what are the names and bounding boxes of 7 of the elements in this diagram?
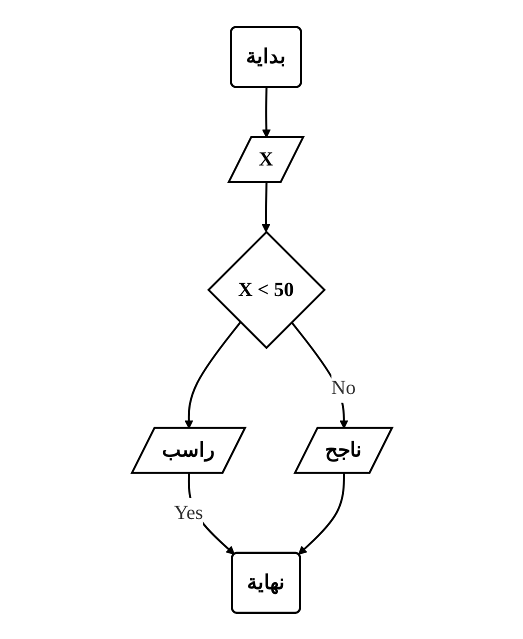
arrow: [261, 182, 270, 232]
edge-label: Yes: [173, 501, 203, 524]
arrow: [298, 472, 344, 554]
node-diamond: X < 50: [206, 230, 326, 349]
arrow: [261, 87, 270, 138]
arrow: [184, 321, 241, 428]
edge-label: No: [330, 376, 356, 398]
